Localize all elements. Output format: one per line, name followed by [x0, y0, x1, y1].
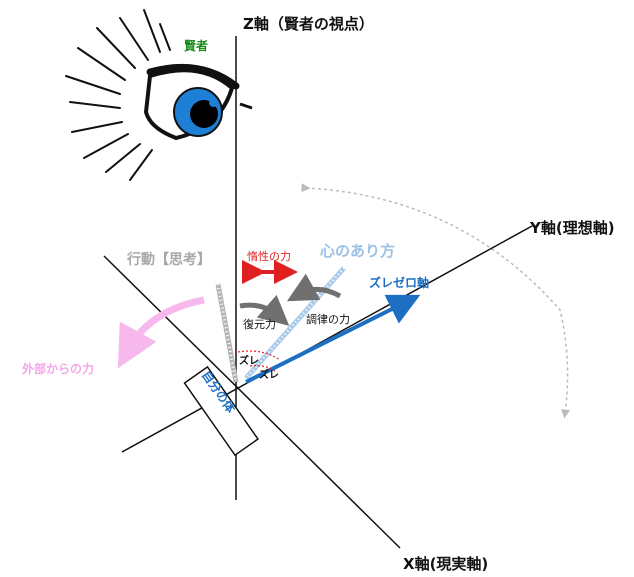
inertia-force-label: 惰性の力 — [247, 250, 291, 263]
eye-rays — [65, 9, 171, 181]
sage-eye-icon — [143, 63, 253, 141]
zure-arc-1 — [237, 350, 281, 361]
y-axis-line — [121, 225, 533, 453]
external-force-label: 外部からの力 — [22, 362, 95, 376]
zure-label-1: ズレ — [239, 356, 259, 367]
regulating-force-label: 調律の力 — [306, 313, 350, 326]
mind-axis — [244, 266, 346, 380]
action-thought-label: 行動【思考】 — [127, 252, 211, 268]
state-of-mind-label: 心のあり方 — [320, 242, 396, 260]
rotation-arc-dotted — [301, 183, 571, 419]
body-block — [183, 365, 259, 457]
sage-label: 賢者 — [184, 39, 209, 53]
external-force-arrow — [117, 296, 205, 369]
zure-arc-2 — [249, 365, 277, 373]
regulating-force-arrow — [286, 273, 342, 302]
action-axis — [215, 283, 239, 383]
y-axis-label: Y軸(理想軸) — [530, 219, 615, 237]
restoring-force-label: 復元力 — [243, 318, 276, 331]
zure-zero-axis-label: ズレゼロ軸 — [369, 276, 430, 290]
z-axis-label: Z軸（賢者の視点） — [243, 15, 374, 33]
zure-zero-axis-line — [245, 294, 421, 384]
zure-label-2: ズレ — [259, 370, 279, 381]
x-axis-line — [103, 255, 401, 549]
x-axis-label: X軸(現実軸) — [403, 555, 489, 573]
restoring-force-arrow — [239, 294, 290, 326]
